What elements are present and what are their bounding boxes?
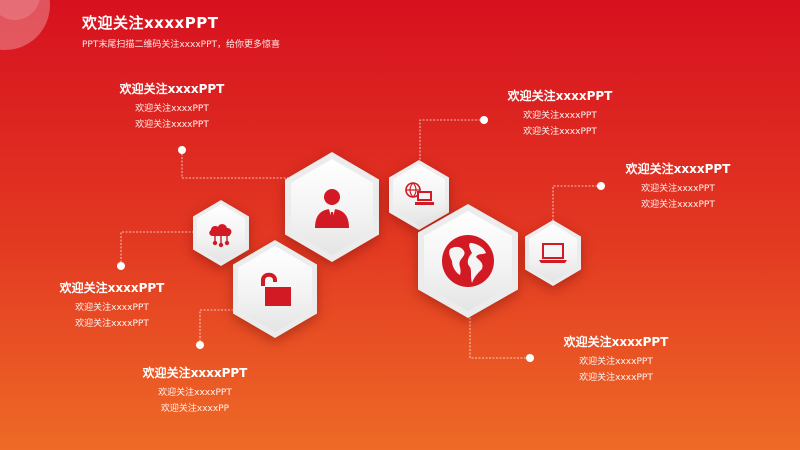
connector-dot-cloud xyxy=(117,262,125,270)
label-line: 欢迎关注xxxxPPT xyxy=(135,120,209,130)
label-line: 欢迎关注xxxxPPT xyxy=(641,200,715,210)
label-line: 欢迎关注xxxxPPT xyxy=(579,357,653,367)
label-unlock: 欢迎关注xxxxPPT 欢迎关注xxxxPPT 欢迎关注xxxxPP xyxy=(135,364,255,417)
label-title: 欢迎关注xxxxPPT xyxy=(625,162,731,176)
connector-person xyxy=(181,150,290,179)
connector-dot-person xyxy=(178,146,186,154)
label-line: 欢迎关注xxxxPPT xyxy=(579,373,653,383)
label-title: 欢迎关注xxxxPPT xyxy=(563,335,669,349)
label-person: 欢迎关注xxxxPPT 欢迎关注xxxxPPT 欢迎关注xxxxPPT xyxy=(112,80,232,133)
hexagon-unlock xyxy=(233,240,317,338)
label-title: 欢迎关注xxxxPPT xyxy=(142,366,248,380)
globe-icon xyxy=(442,235,494,287)
hexagon-globe xyxy=(418,204,518,318)
label-line: 欢迎关注xxxxPPT xyxy=(523,111,597,121)
label-title: 欢迎关注xxxxPPT xyxy=(59,281,165,295)
label-line: 欢迎关注xxxxPPT xyxy=(641,184,715,194)
unlock-icon xyxy=(261,272,291,306)
label-cloud-network: 欢迎关注xxxxPPT 欢迎关注xxxxPPT 欢迎关注xxxxPPT xyxy=(52,279,172,332)
hexagon-laptop xyxy=(525,220,581,286)
person-icon xyxy=(315,189,349,228)
connector-cloud xyxy=(120,231,200,266)
label-line: 欢迎关注xxxxPPT xyxy=(158,388,232,398)
connector-laptop xyxy=(552,185,601,222)
network-computer-icon xyxy=(405,182,434,205)
connector-unlock xyxy=(199,309,245,345)
hexagon-cloud-network xyxy=(193,200,249,266)
connector-network-computer xyxy=(419,119,484,165)
label-title: 欢迎关注xxxxPPT xyxy=(507,89,613,103)
hexagon-person xyxy=(285,152,379,262)
label-laptop: 欢迎关注xxxxPPT 欢迎关注xxxxPPT 欢迎关注xxxxPPT xyxy=(618,160,738,213)
label-line: 欢迎关注xxxxPPT xyxy=(135,104,209,114)
label-network-computer: 欢迎关注xxxxPPT 欢迎关注xxxxPPT 欢迎关注xxxxPPT xyxy=(500,87,620,140)
decorative-circle-small xyxy=(0,0,40,20)
page-title: 欢迎关注xxxxPPT xyxy=(82,14,219,32)
connector-dot-globe xyxy=(526,354,534,362)
connector-dot-unlock xyxy=(196,341,204,349)
label-globe: 欢迎关注xxxxPPT 欢迎关注xxxxPPT 欢迎关注xxxxPPT xyxy=(556,333,676,386)
connector-dot-network-computer xyxy=(480,116,488,124)
label-line: 欢迎关注xxxxPPT xyxy=(75,303,149,313)
connector-globe xyxy=(469,300,530,359)
laptop-icon xyxy=(539,243,567,263)
label-title: 欢迎关注xxxxPPT xyxy=(119,82,225,96)
label-line: 欢迎关注xxxxPP xyxy=(160,404,230,414)
hexagon-network-computer xyxy=(389,160,449,230)
cloud-network-icon xyxy=(209,224,232,248)
connector-dot-laptop xyxy=(597,182,605,190)
page-subtitle: PPT末尾扫描二维码关注xxxxPPT，给你更多惊喜 xyxy=(82,40,281,50)
label-line: 欢迎关注xxxxPPT xyxy=(75,319,149,329)
label-line: 欢迎关注xxxxPPT xyxy=(523,127,597,137)
